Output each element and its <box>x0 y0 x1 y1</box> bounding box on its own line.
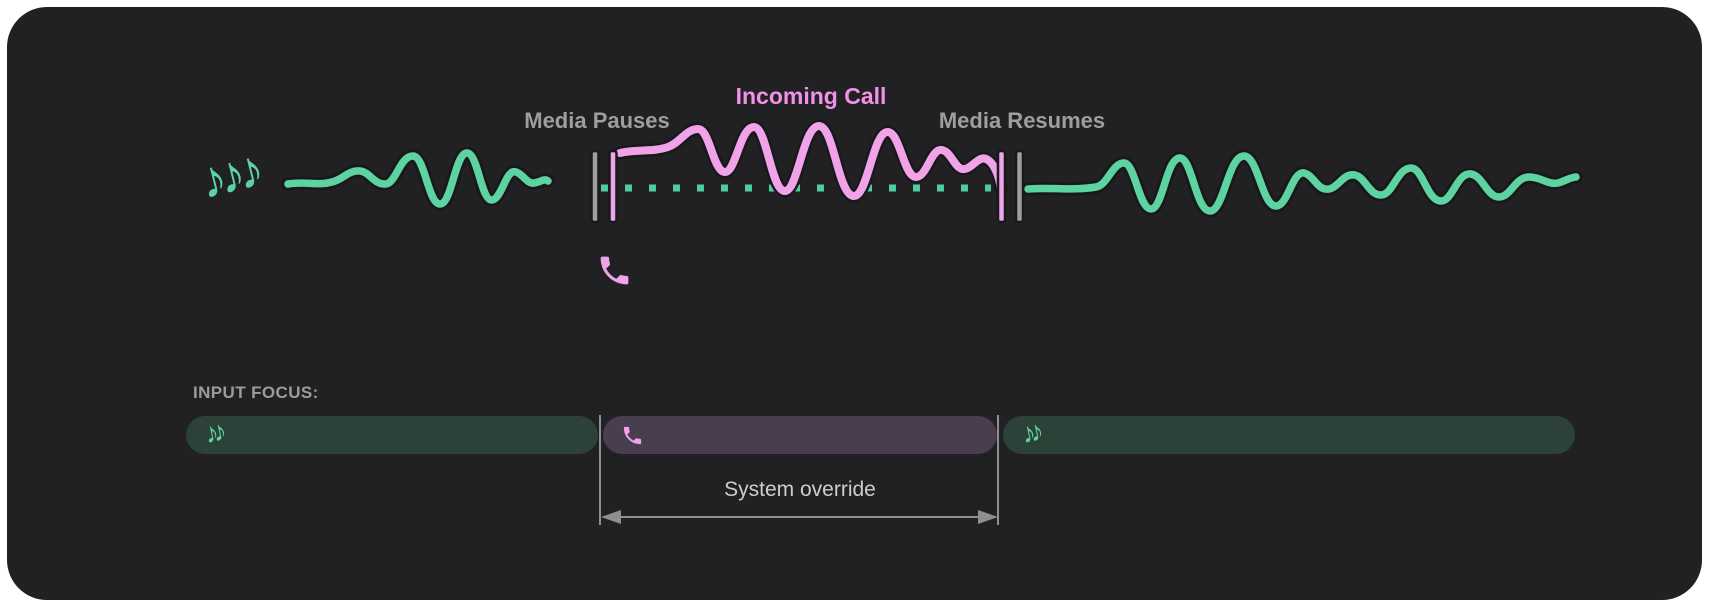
call-wave <box>616 121 1005 201</box>
media-resume-marker-gray <box>1014 149 1025 224</box>
media-resumes-label: Media Resumes <box>938 108 1106 133</box>
focus-segment-media-before: ♪♪ <box>186 416 598 454</box>
incoming-call-phone-icon <box>596 252 633 289</box>
phone-icon <box>621 424 644 447</box>
media-pause-marker-gray <box>590 149 600 224</box>
focus-segment-media-after: ♪♪ <box>1003 416 1575 454</box>
override-boundary-left <box>599 415 601 525</box>
incoming-call-label: Incoming Call <box>735 83 887 109</box>
call-start-marker-pink <box>608 149 618 224</box>
music-notes-icon: ♪♪ <box>201 415 224 450</box>
override-boundary-right <box>997 415 999 525</box>
input-focus-label: INPUT FOCUS: <box>193 383 319 402</box>
system-override-label: System override <box>724 478 876 501</box>
media-wave-right-outline <box>1021 149 1583 218</box>
diagram-card <box>7 7 1702 600</box>
media-pauses-label: Media Pauses <box>524 108 670 133</box>
media-wave-right <box>1024 152 1580 215</box>
music-notes-icon: ♪♪ <box>1018 415 1041 450</box>
call-end-marker-pink <box>996 149 1007 224</box>
media-wave-left <box>284 149 552 208</box>
focus-segment-call <box>603 416 997 454</box>
system-override-arrow <box>601 510 998 524</box>
